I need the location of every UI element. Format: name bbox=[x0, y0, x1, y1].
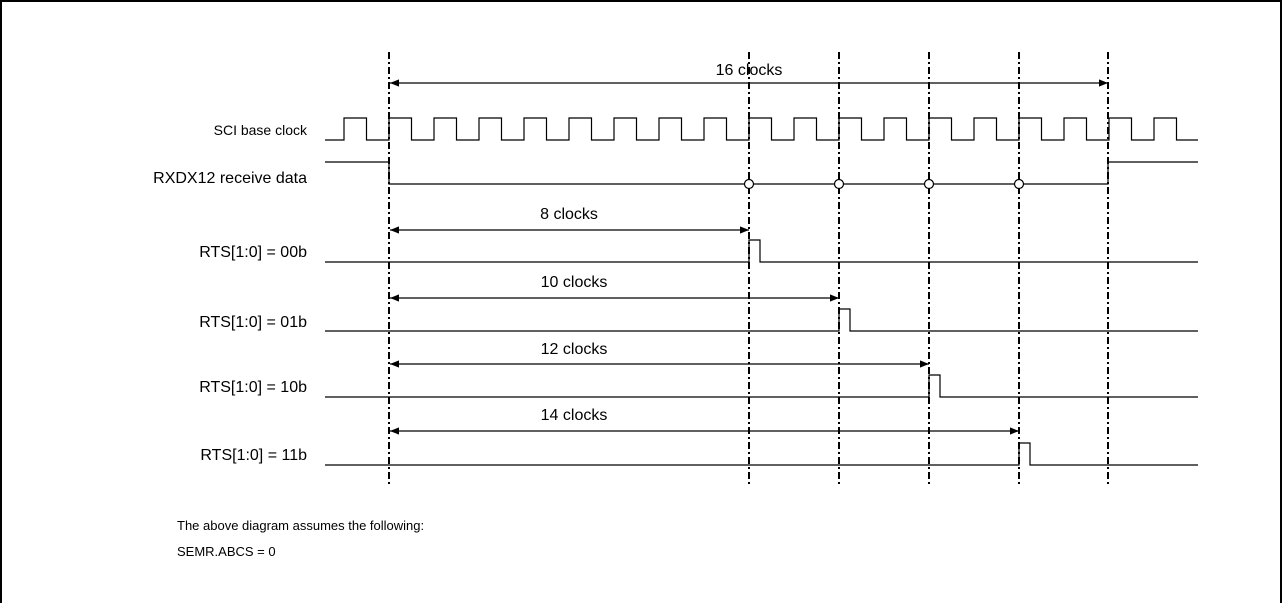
note-semr-abcs: SEMR.ABCS = 0 bbox=[177, 544, 276, 559]
sample-point-10 bbox=[833, 178, 845, 190]
rts-row-01b: RTS[1:0] = 01b 10 clocks bbox=[199, 274, 1198, 332]
rts-11b-waveform bbox=[325, 442, 1198, 466]
sample-point-12 bbox=[923, 178, 935, 190]
rts-11b-label: RTS[1:0] = 11b bbox=[200, 447, 307, 464]
rts-00b-span-label: 8 clocks bbox=[540, 206, 598, 223]
rts-00b-label: RTS[1:0] = 00b bbox=[199, 244, 307, 261]
rts-row-11b: RTS[1:0] = 11b 14 clocks bbox=[200, 407, 1198, 466]
sci-base-clock-waveform bbox=[325, 117, 1198, 141]
note-assumption-heading: The above diagram assumes the following: bbox=[177, 518, 424, 533]
sample-point-14 bbox=[1013, 178, 1025, 190]
rts-01b-span-label: 10 clocks bbox=[541, 274, 608, 291]
rxd-receive-data-label: RXDX12 receive data bbox=[153, 170, 307, 187]
rts-00b-waveform bbox=[325, 239, 1198, 263]
rts-11b-span-label: 14 clocks bbox=[541, 407, 608, 424]
rts-row-00b: RTS[1:0] = 00b 8 clocks bbox=[199, 206, 1198, 263]
sci-base-clock-label: SCI base clock bbox=[214, 122, 308, 138]
rts-01b-waveform bbox=[325, 308, 1198, 332]
rts-10b-span-label: 12 clocks bbox=[541, 341, 608, 358]
rxd-waveform bbox=[325, 161, 1198, 185]
rts-10b-waveform bbox=[325, 374, 1198, 398]
rts-row-10b: RTS[1:0] = 10b 12 clocks bbox=[199, 341, 1198, 398]
rts-01b-label: RTS[1:0] = 01b bbox=[199, 314, 307, 331]
sample-point-8 bbox=[743, 178, 755, 190]
rts-10b-label: RTS[1:0] = 10b bbox=[199, 379, 307, 396]
